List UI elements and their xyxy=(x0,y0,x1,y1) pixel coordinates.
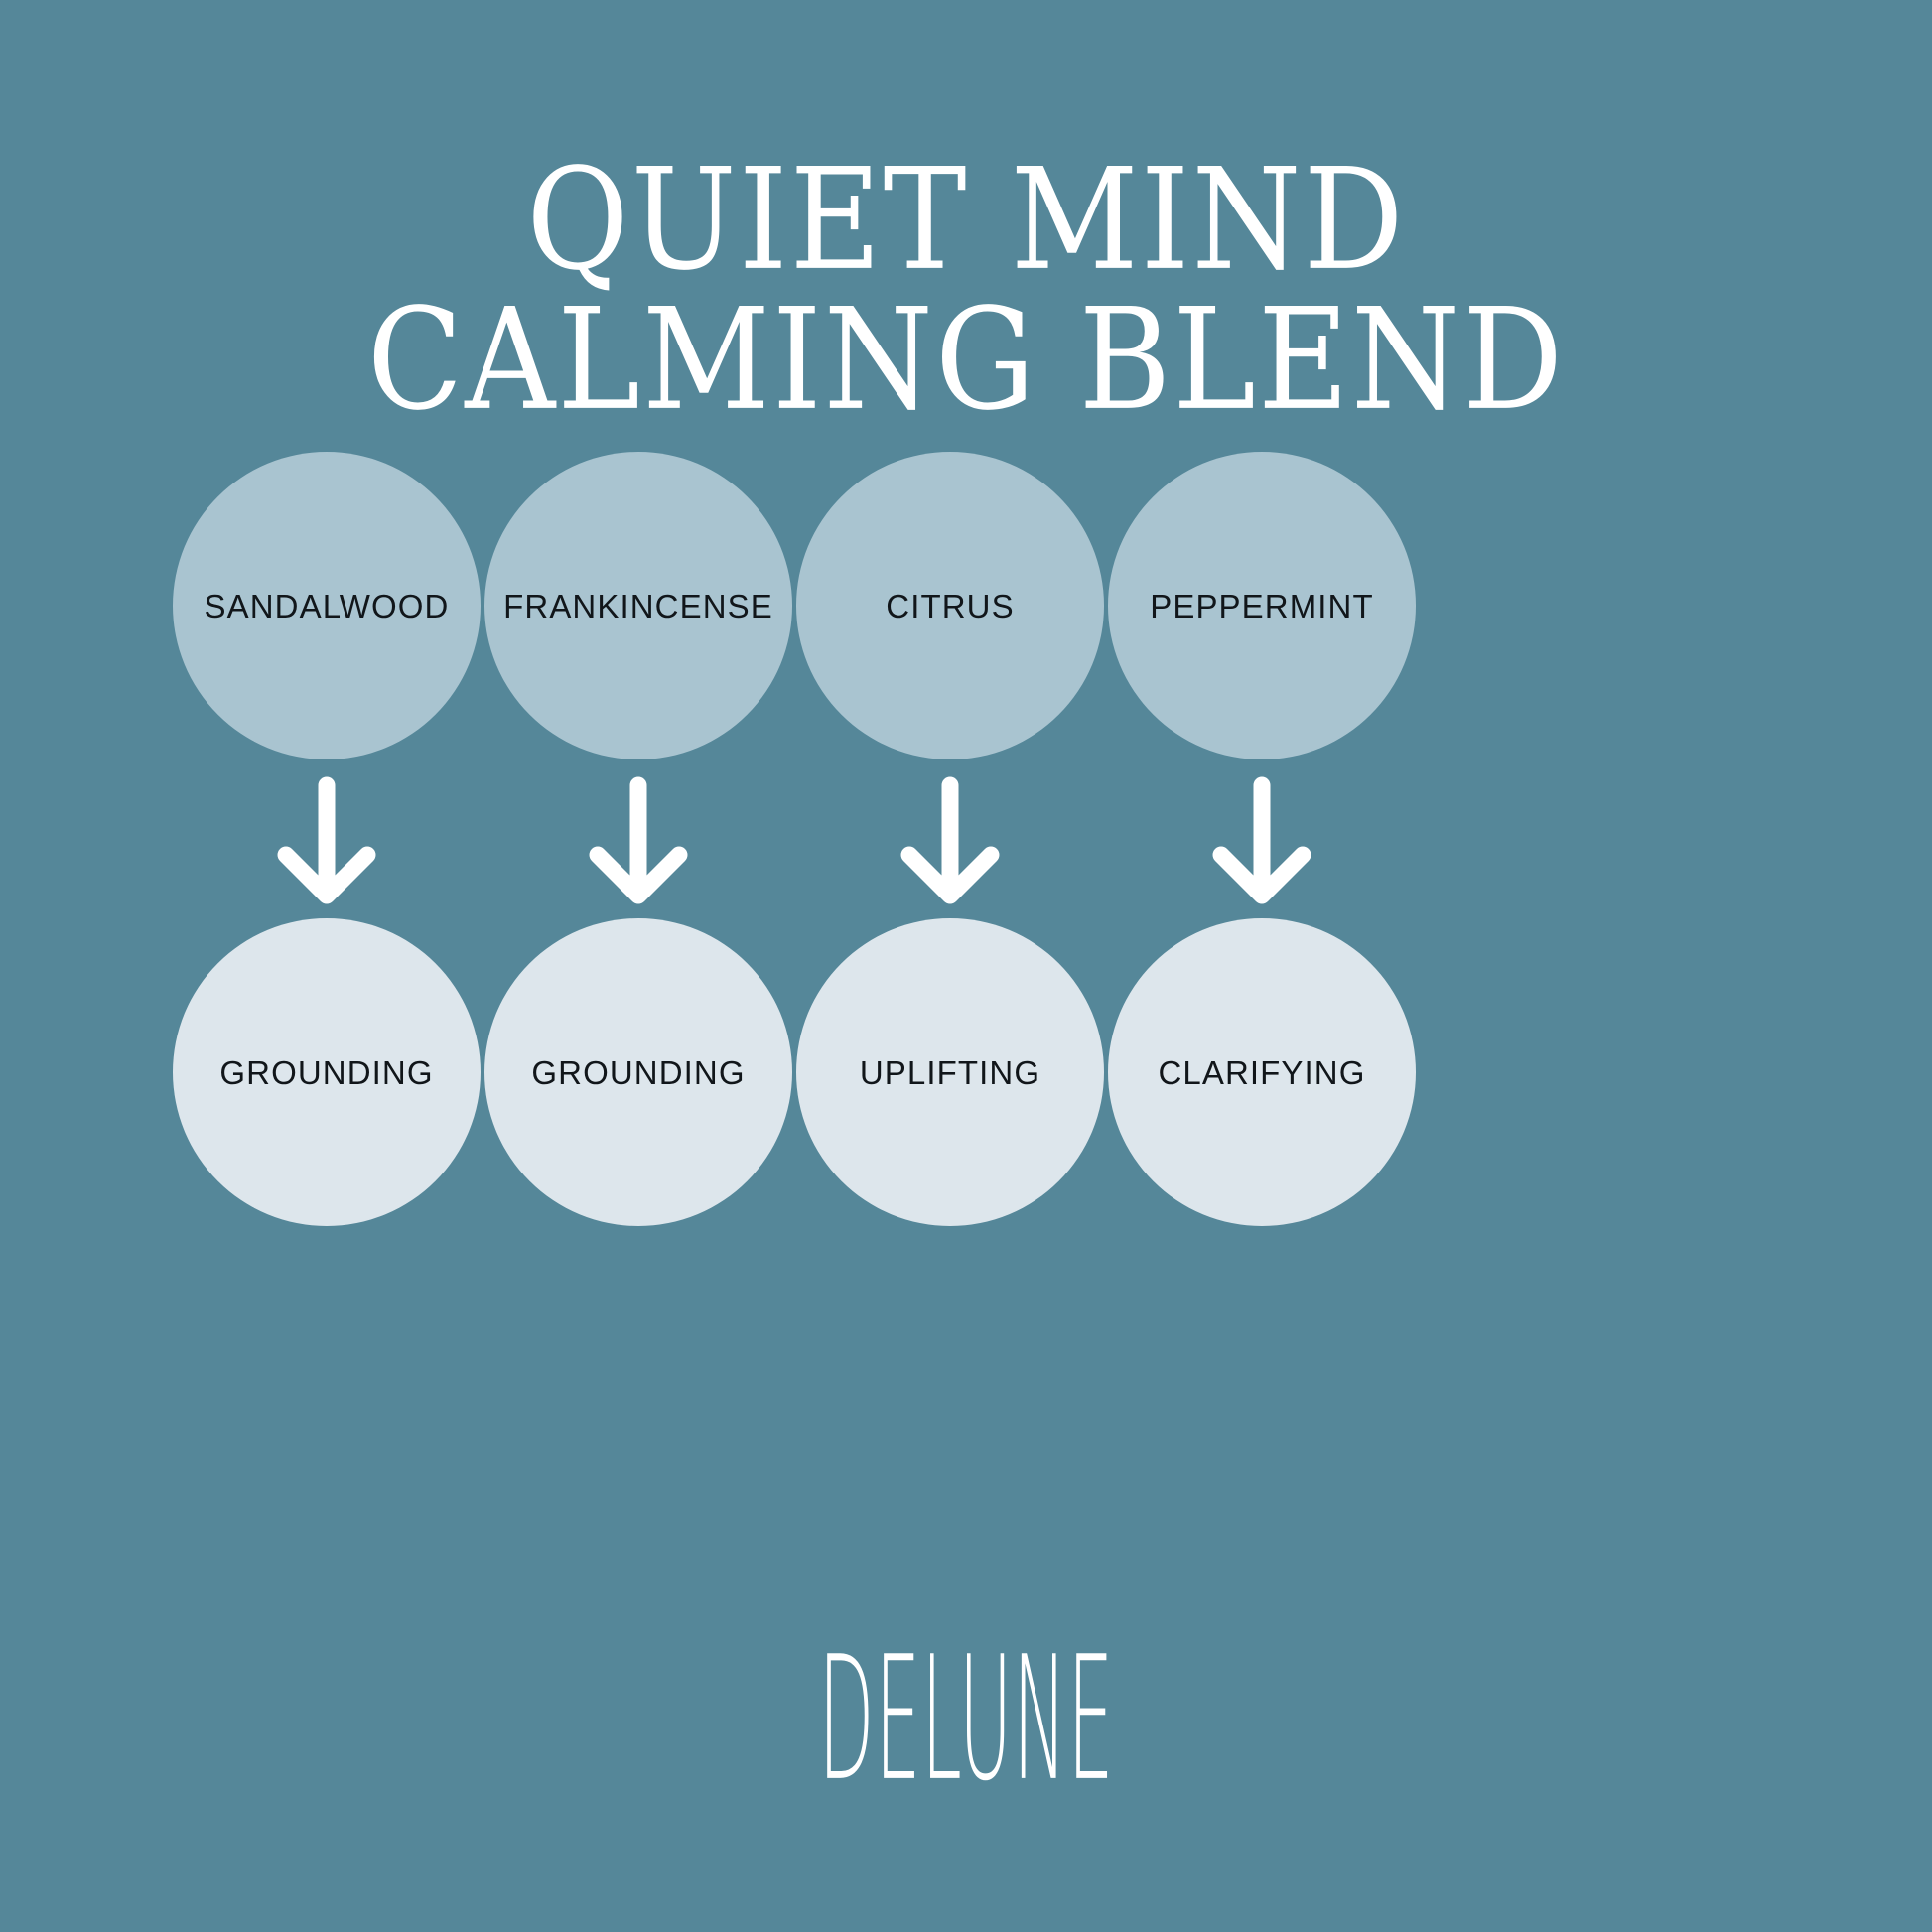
arrow-down-icon xyxy=(1195,775,1328,906)
ingredient-bubble-frankincense[interactable]: FRANKINCENSE xyxy=(484,452,792,759)
effect-bubble-uplifting[interactable]: UPLIFTING xyxy=(796,918,1104,1226)
effect-bubble-clarifying[interactable]: CLARIFYING xyxy=(1108,918,1416,1226)
title-line-1: QUIET MIND xyxy=(526,137,1406,302)
ingredient-bubble-peppermint[interactable]: PEPPERMINT xyxy=(1108,452,1416,759)
effect-label: UPLIFTING xyxy=(859,1053,1041,1091)
ingredient-effect-diagram: SANDALWOOD GROUNDING FRANKINCENSE xyxy=(0,452,1932,1276)
effect-label: GROUNDING xyxy=(531,1053,746,1091)
ingredient-label: PEPPERMINT xyxy=(1150,587,1374,624)
effect-label: GROUNDING xyxy=(219,1053,434,1091)
arrow-down-icon xyxy=(260,775,393,906)
diagram-column: PEPPERMINT CLARIFYING xyxy=(1106,452,1418,1276)
ingredient-bubble-sandalwood[interactable]: SANDALWOOD xyxy=(173,452,481,759)
diagram-column: SANDALWOOD GROUNDING xyxy=(171,452,483,1276)
effect-bubble-grounding-2[interactable]: GROUNDING xyxy=(484,918,792,1226)
brand-logo: DELUNE xyxy=(0,1633,1932,1804)
brand-wordmark-text: DELUNE xyxy=(818,1618,1114,1819)
ingredient-label: CITRUS xyxy=(886,587,1015,624)
title-line-2: CALMING BLEND xyxy=(366,277,1566,441)
arrow-down-icon xyxy=(884,775,1017,906)
arrow-down-icon xyxy=(572,775,705,906)
ingredient-label: FRANKINCENSE xyxy=(503,587,773,624)
diagram-column: CITRUS UPLIFTING xyxy=(794,452,1106,1276)
ingredient-bubble-citrus[interactable]: CITRUS xyxy=(796,452,1104,759)
page-title: QUIET MIND CALMING BLEND xyxy=(0,137,1932,430)
effect-bubble-grounding-1[interactable]: GROUNDING xyxy=(173,918,481,1226)
effect-label: CLARIFYING xyxy=(1158,1053,1366,1091)
ingredient-label: SANDALWOOD xyxy=(204,587,450,624)
diagram-column: FRANKINCENSE GROUNDING xyxy=(483,452,794,1276)
